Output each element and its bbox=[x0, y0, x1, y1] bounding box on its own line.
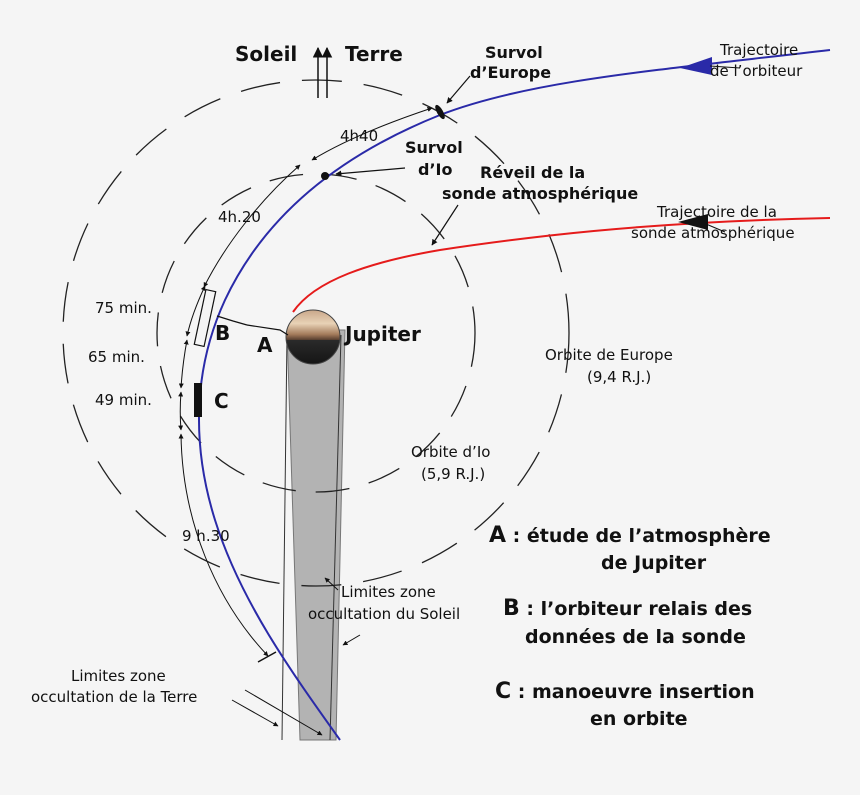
probe-direction-arrow bbox=[678, 214, 708, 230]
legend-b-line-2: données de la sonde bbox=[525, 626, 746, 648]
orbiter-trajectory-label-1: Trajectoire bbox=[719, 41, 798, 59]
probe-wakeup-label-2: sonde atmosphérique bbox=[442, 184, 638, 203]
europa-orbit bbox=[62, 79, 570, 587]
orbiter-trajectory-callout bbox=[709, 65, 741, 69]
sun-occultation-label-1: Limites zone bbox=[341, 583, 436, 601]
interval-65min bbox=[178, 339, 189, 389]
interval-75min-label: 75 min. bbox=[95, 299, 152, 317]
interval-4h40 bbox=[311, 107, 433, 161]
mark-a: A bbox=[257, 333, 273, 357]
legend-a-text-1: : étude de l’atmosphère bbox=[506, 525, 771, 547]
interval-75min bbox=[185, 285, 206, 337]
legend-a-line-1: A : étude de l’atmosphère bbox=[489, 523, 771, 548]
probe-trajectory-label-1: Trajectoire de la bbox=[656, 203, 777, 221]
sun-occultation-callout-2 bbox=[342, 634, 361, 646]
earth-occultation-label-1: Limites zone bbox=[71, 667, 166, 685]
orbiter-direction-arrow bbox=[680, 57, 712, 75]
interval-49min bbox=[178, 391, 184, 431]
probe-trajectory-callout bbox=[705, 223, 726, 233]
interval-9h30-label: 9 h.30 bbox=[182, 527, 230, 545]
b-relay-bracket bbox=[193, 288, 217, 348]
legend-a-line-2: de Jupiter bbox=[601, 552, 707, 574]
io-flyby-point bbox=[321, 172, 329, 180]
legend: A : étude de l’atmosphère de Jupiter B :… bbox=[489, 523, 771, 730]
legend-c-line-2: en orbite bbox=[590, 708, 688, 730]
io-orbit-label-2: (5,9 R.J.) bbox=[421, 465, 485, 483]
earth-occultation-limit-right bbox=[329, 334, 342, 741]
b-zigzag bbox=[216, 315, 248, 326]
earth-occultation-limit-left bbox=[281, 334, 288, 741]
interval-4h20-label: 4h.20 bbox=[218, 208, 261, 226]
io-flyby-callout bbox=[335, 167, 406, 177]
earth-occultation-callout-2 bbox=[244, 689, 323, 736]
interval-4h40-label: 4h40 bbox=[340, 127, 378, 145]
europa-orbit-label-1: Orbite de Europe bbox=[545, 346, 673, 364]
a-callout bbox=[246, 324, 289, 336]
sun-label: Soleil bbox=[235, 42, 297, 66]
legend-c-key: C bbox=[495, 679, 511, 704]
io-orbit-label-1: Orbite d’Io bbox=[411, 443, 490, 461]
legend-b-line-1: B : l’orbiteur relais des bbox=[503, 596, 752, 621]
mark-c: C bbox=[214, 389, 229, 413]
mark-b: B bbox=[215, 321, 230, 345]
c-insertion-bar bbox=[194, 383, 202, 417]
legend-b-text-1: : l’orbiteur relais des bbox=[520, 598, 752, 620]
tick-end-9h30 bbox=[257, 651, 277, 663]
interval-49min-label: 49 min. bbox=[95, 391, 152, 409]
earth-label: Terre bbox=[345, 42, 403, 66]
probe-wakeup-callout bbox=[431, 204, 459, 246]
probe-wakeup-label-1: Réveil de la bbox=[480, 163, 585, 182]
earth-occultation-label-2: occultation de la Terre bbox=[31, 688, 197, 706]
earth-occultation-callout-1 bbox=[231, 699, 279, 727]
interval-4h20 bbox=[203, 164, 301, 288]
io-flyby-label-2: d’Io bbox=[418, 160, 452, 179]
interval-65min-label: 65 min. bbox=[88, 348, 145, 366]
orbiter-trajectory-label-2: de l’orbiteur bbox=[710, 62, 803, 80]
legend-b-key: B bbox=[503, 596, 520, 621]
sun-occultation-callout-1 bbox=[324, 577, 339, 591]
io-orbit bbox=[156, 173, 476, 493]
europa-flyby-label-1: Survol bbox=[485, 43, 543, 62]
jupiter-planet bbox=[285, 309, 341, 365]
europa-flyby-point bbox=[435, 104, 445, 120]
interval-9h30 bbox=[178, 433, 269, 657]
europa-flyby-label-2: d’Europe bbox=[470, 63, 551, 82]
legend-a-key: A bbox=[489, 523, 506, 548]
sun-occultation-shadow bbox=[286, 329, 346, 741]
europa-flyby-callout bbox=[446, 75, 471, 104]
legend-c-line-1: C : manoeuvre insertion bbox=[495, 679, 755, 704]
legend-c-text-1: : manoeuvre insertion bbox=[511, 681, 754, 703]
probe-trajectory-label-2: sonde atmosphérique bbox=[631, 224, 795, 242]
sun-occultation-label-2: occultation du Soleil bbox=[308, 605, 460, 623]
europa-orbit-label-2: (9,4 R.J.) bbox=[587, 368, 651, 386]
jupiter-label: Jupiter bbox=[343, 322, 421, 346]
io-flyby-label-1: Survol bbox=[405, 138, 463, 157]
